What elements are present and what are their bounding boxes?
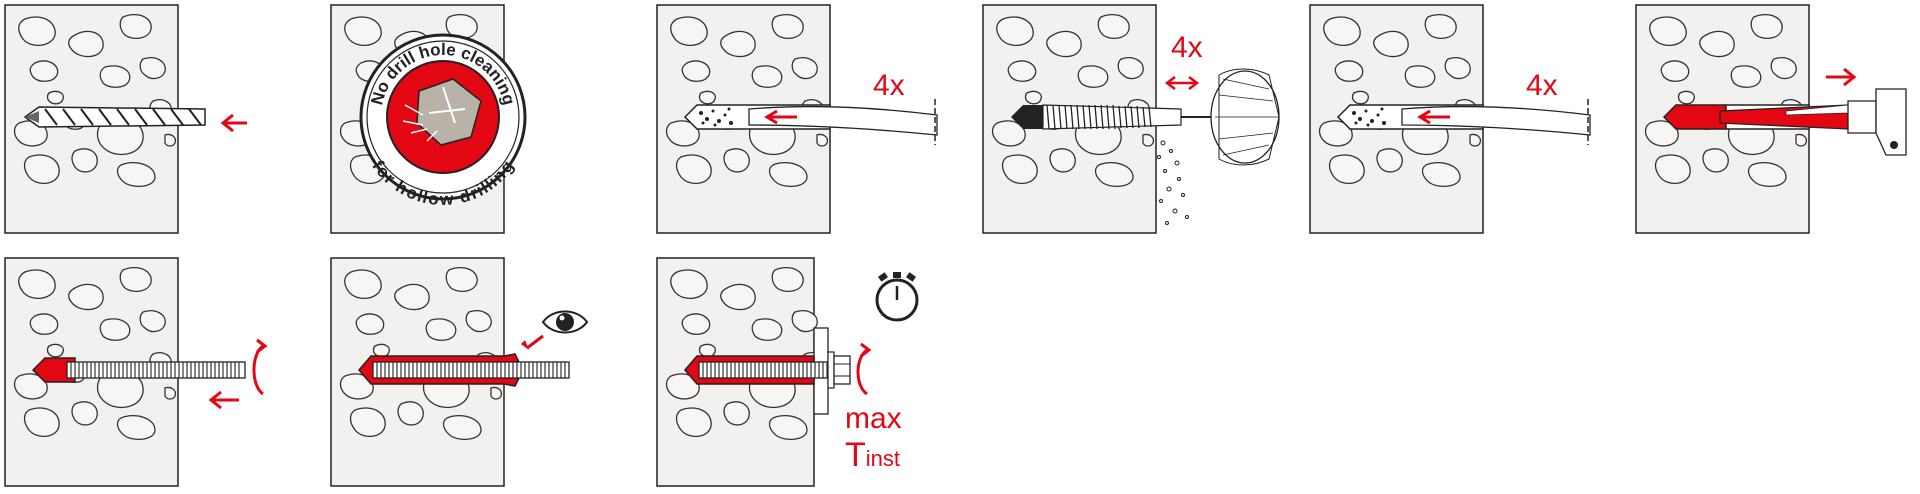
dust-particles [1157, 140, 1189, 225]
step-check-mortar-panel [330, 257, 611, 488]
step-insert-rod-panel [4, 257, 285, 488]
blow-pump-icon [1401, 99, 1591, 145]
arrow-left-icon [1417, 109, 1450, 125]
drill-bit-icon [23, 106, 206, 128]
cleaning-brush-icon [1011, 68, 1280, 166]
threaded-rod [66, 361, 246, 379]
step-inject-mortar-panel [1635, 4, 1916, 235]
rotate-arrow-icon [856, 342, 872, 396]
injection-gun-icon [1719, 88, 1907, 156]
step-hollow-drill-panel: No drill hole cleaning for hollow drilli… [330, 4, 527, 235]
arrow-left-icon [208, 390, 239, 410]
threaded-rod [372, 361, 570, 379]
stopwatch-icon [875, 272, 919, 322]
torque-subscript: inst [866, 446, 900, 471]
step-blow-out-1-panel: 4x [656, 4, 938, 235]
torque-label-max: max [845, 402, 902, 435]
hollow-drill-badge: No drill hole cleaning for hollow drilli… [359, 33, 527, 209]
nut-washer [827, 351, 851, 389]
repeat-label: 4x [1171, 31, 1203, 64]
arrow-diagonal-icon [526, 334, 544, 350]
arrow-left-icon [764, 109, 797, 125]
torque-label-T: Tinst [845, 436, 900, 474]
torque-symbol: T [845, 436, 866, 474]
step-blow-out-2-panel: 4x [1309, 4, 1591, 235]
step-brush-panel: 4x [982, 4, 1283, 235]
threaded-rod [698, 361, 848, 379]
arrow-right-icon [1826, 67, 1857, 87]
repeat-label: 4x [873, 69, 905, 102]
blow-pump-icon [748, 99, 938, 145]
arrow-left-icon [220, 113, 247, 133]
step-cure-tighten-panel: max Tinst [656, 257, 937, 494]
repeat-label: 4x [1526, 69, 1558, 102]
rotate-arrow-icon [252, 338, 268, 396]
eye-icon [541, 310, 589, 334]
back-forth-arrow-icon [1164, 76, 1200, 90]
step-drill-panel [4, 4, 265, 235]
